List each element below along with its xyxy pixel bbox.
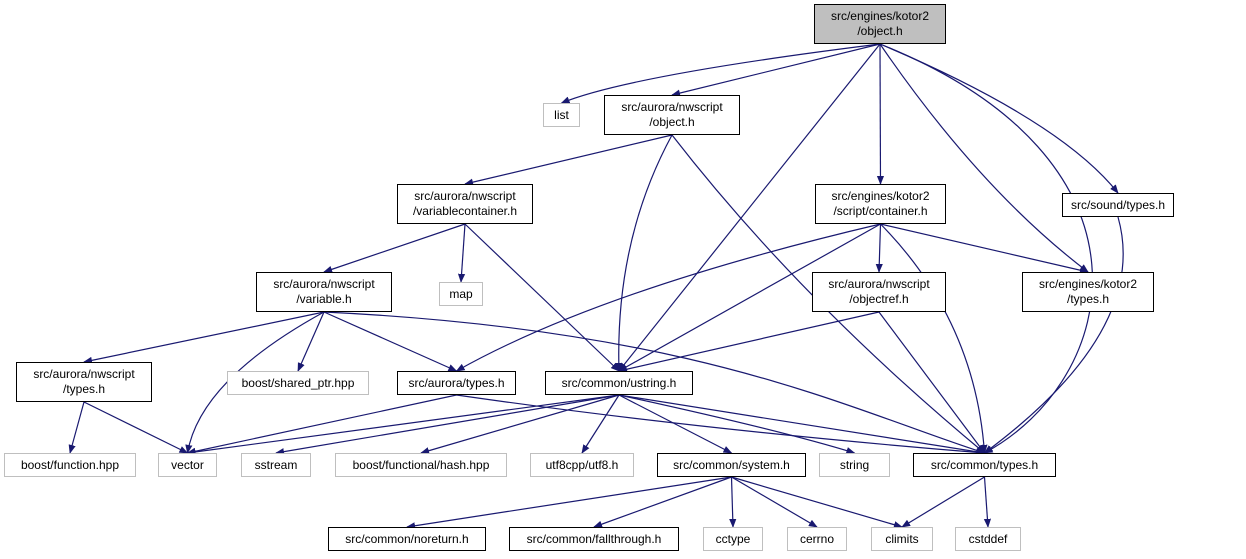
edge-variable-to-shared_ptr: [297, 311, 325, 372]
node-common-noreturn-h[interactable]: src/common/noreturn.h: [328, 527, 486, 551]
edge-variable-to-common_types: [323, 311, 986, 454]
edge-root-to-list: [560, 43, 881, 104]
node-common-system-h[interactable]: src/common/system.h: [657, 453, 806, 477]
node-nwscript-objectref-h[interactable]: src/aurora/nwscript /objectref.h: [812, 272, 946, 312]
edge-ustring-to-system: [618, 394, 733, 454]
node-map: map: [439, 282, 483, 306]
edge-nw_object-to-ustring: [615, 134, 673, 372]
edge-nw_types-to-vector: [83, 401, 189, 454]
edge-variable-to-nw_types: [83, 311, 325, 364]
node-nwscript-types-h[interactable]: src/aurora/nwscript /types.h: [16, 362, 152, 402]
edge-system-to-noreturn: [406, 476, 732, 530]
edge-system-to-climits: [731, 476, 903, 529]
edge-system-to-fallthrough: [593, 476, 732, 528]
node-aurora-nwscript-object-h[interactable]: src/aurora/nwscript /object.h: [604, 95, 740, 135]
node-list: list: [543, 103, 580, 127]
edge-aurora_types-to-common_types: [456, 394, 986, 456]
edge-container-to-aurora_types: [455, 223, 881, 372]
node-nwscript-variable-h[interactable]: src/aurora/nwscript /variable.h: [256, 272, 392, 312]
node-boost-functional-hash: boost/functional/hash.hpp: [335, 453, 507, 477]
edge-root-to-kotor2_types: [879, 43, 1089, 273]
node-utf8cpp-utf8: utf8cpp/utf8.h: [530, 453, 634, 477]
node-cctype: cctype: [703, 527, 763, 551]
edge-sound_types-to-common_types: [983, 216, 1124, 454]
edge-container-to-kotor2_types: [880, 223, 1089, 274]
edge-common_types-to-climits: [901, 476, 985, 528]
edge-root-to-common_types: [879, 43, 1093, 454]
edge-varcontainer-to-map: [457, 223, 466, 283]
node-nwscript-variablecontainer-h[interactable]: src/aurora/nwscript /variablecontainer.h: [397, 184, 533, 224]
edge-container-to-ustring: [618, 223, 881, 372]
edge-ustring-to-hash: [420, 394, 620, 455]
edge-ustring-to-utf8: [581, 394, 620, 454]
edge-ustring-to-vector: [186, 394, 620, 456]
edges: [68, 43, 1124, 530]
edge-aurora_types-to-vector: [186, 394, 457, 455]
edge-objectref-to-common_types: [878, 311, 986, 454]
edge-varcontainer-to-ustring: [464, 223, 620, 372]
edge-root-to-sound_types: [879, 43, 1119, 194]
edge-container-to-objectref: [875, 223, 883, 273]
node-common-fallthrough-h[interactable]: src/common/fallthrough.h: [509, 527, 679, 551]
edge-ustring-to-string: [618, 394, 856, 455]
edge-ustring-to-common_types: [618, 394, 986, 456]
node-aurora-types-h[interactable]: src/aurora/types.h: [397, 371, 516, 395]
edge-root-to-ustring: [618, 43, 881, 372]
edge-common_types-to-cstddef: [983, 476, 992, 528]
node-common-types-h[interactable]: src/common/types.h: [913, 453, 1056, 477]
node-kotor2-script-container-h[interactable]: src/engines/kotor2 /script/container.h: [815, 184, 946, 224]
edge-nw_object-to-varcontainer: [464, 134, 673, 186]
edge-varcontainer-to-variable: [323, 223, 466, 273]
node-sstream: sstream: [241, 453, 311, 477]
node-climits: climits: [871, 527, 933, 551]
edge-system-to-cctype: [729, 476, 737, 528]
edge-ustring-to-sstream: [275, 394, 620, 456]
node-boost-shared-ptr: boost/shared_ptr.hpp: [227, 371, 369, 395]
edge-variable-to-aurora_types: [323, 311, 458, 372]
node-root-kotor2-object-h: src/engines/kotor2 /object.h: [814, 4, 946, 44]
node-string: string: [819, 453, 890, 477]
edge-container-to-common_types: [880, 223, 988, 454]
node-vector: vector: [158, 453, 217, 477]
node-cerrno: cerrno: [787, 527, 847, 551]
node-cstddef: cstddef: [955, 527, 1021, 551]
node-sound-types-h[interactable]: src/sound/types.h: [1062, 193, 1174, 217]
node-common-ustring-h[interactable]: src/common/ustring.h: [545, 371, 693, 395]
node-kotor2-types-h[interactable]: src/engines/kotor2 /types.h: [1022, 272, 1154, 312]
node-boost-function: boost/function.hpp: [4, 453, 136, 477]
edge-system-to-cerrno: [731, 476, 818, 528]
edge-objectref-to-ustring: [618, 311, 880, 373]
edge-root-to-container: [876, 43, 885, 185]
edge-nw_types-to-function: [68, 401, 85, 454]
edge-root-to-nw_object: [671, 43, 881, 97]
